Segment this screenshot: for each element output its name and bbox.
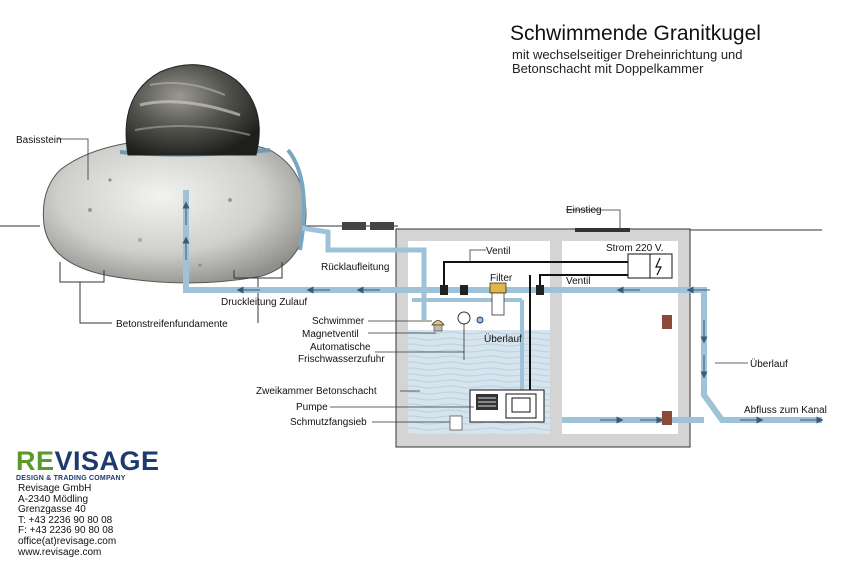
company-logo: REVISAGE DESIGN & TRADING COMPANY: [16, 448, 160, 483]
logo-re: RE: [16, 446, 55, 476]
label-automatische: Automatische: [310, 342, 371, 353]
label-ruecklaufleitung: Rücklaufleitung: [321, 262, 389, 273]
label-abfluss: Abfluss zum Kanal: [744, 405, 827, 416]
lightning-icon: [655, 257, 662, 276]
valve-icon: [536, 285, 544, 295]
label-basisstein: Basisstein: [16, 135, 62, 146]
company-contact: Revisage GmbH A-2340 Mödling Grenzgasse …: [18, 483, 117, 558]
valve-icon: [460, 285, 468, 295]
return-inlet-block: [370, 222, 394, 230]
pump: [469, 389, 545, 423]
label-schmutzfang: Schmutzfangsieb: [290, 417, 367, 428]
filter-unit: [489, 282, 507, 316]
leader-lines: [58, 138, 748, 423]
foundation-strips: [59, 262, 283, 324]
fresh-water-inlet-icon: [457, 311, 471, 325]
label-betonstreifen: Betonstreifenfundamente: [116, 319, 228, 330]
label-frischwasser: Frischwasserzufuhr: [298, 354, 385, 365]
wall-sleeve: [662, 411, 672, 425]
company-web: www.revisage.com: [18, 546, 102, 558]
power-box: [627, 253, 673, 279]
base-stone: [42, 138, 307, 284]
company-phone: T: +43 2236 90 80 08: [18, 514, 113, 526]
subtitle-line-2: Betonschacht mit Doppelkammer: [512, 61, 704, 76]
label-ueberlauf-outer: Überlauf: [750, 358, 788, 370]
return-inlet-block: [342, 222, 366, 230]
company-email: office(at)revisage.com: [18, 535, 117, 547]
overflow-inlet-icon: [476, 316, 484, 324]
label-pumpe: Pumpe: [296, 402, 328, 413]
wall-sleeve: [662, 315, 672, 329]
magnet-valve-icon: [433, 324, 443, 332]
logo-visage: VISAGE: [54, 446, 160, 476]
company-street: Grenzgasse 40: [18, 504, 86, 516]
subtitle-line-1: mit wechselseitiger Dreheinrichtung und: [512, 47, 743, 62]
label-ventil-right: Ventil: [566, 276, 590, 287]
label-magnetventil: Magnetventil: [302, 329, 359, 340]
label-strom: Strom 220 V.: [606, 243, 663, 254]
logo-tagline: DESIGN & TRADING COMPANY: [16, 475, 126, 482]
company-city: A-2340 Mödling: [18, 493, 89, 505]
float-icon: [431, 320, 445, 326]
flow-arrows: [182, 201, 824, 424]
strainer-icon: [449, 415, 463, 431]
label-ueberlauf-inner: Überlauf: [484, 333, 522, 345]
page-title: Schwimmende Granitkugel: [510, 22, 761, 45]
label-einstieg: Einstieg: [566, 205, 602, 216]
label-zweikammer: Zweikammer Betonschacht: [256, 386, 377, 397]
label-druckleitung: Druckleitung Zulauf: [221, 297, 307, 308]
page-subtitle: mit wechselseitiger Dreheinrichtung und …: [512, 48, 743, 76]
granite-ball: [125, 64, 260, 156]
label-ventil-top: Ventil: [486, 246, 510, 257]
company-fax: F: +43 2236 90 80 08: [18, 525, 114, 537]
label-filter: Filter: [490, 273, 513, 284]
access-hatch: [575, 228, 630, 232]
logo-wordmark: REVISAGE: [16, 448, 160, 475]
company-name: Revisage GmbH: [18, 483, 92, 494]
label-schwimmer: Schwimmer: [312, 316, 365, 327]
valve-icon: [440, 285, 448, 295]
